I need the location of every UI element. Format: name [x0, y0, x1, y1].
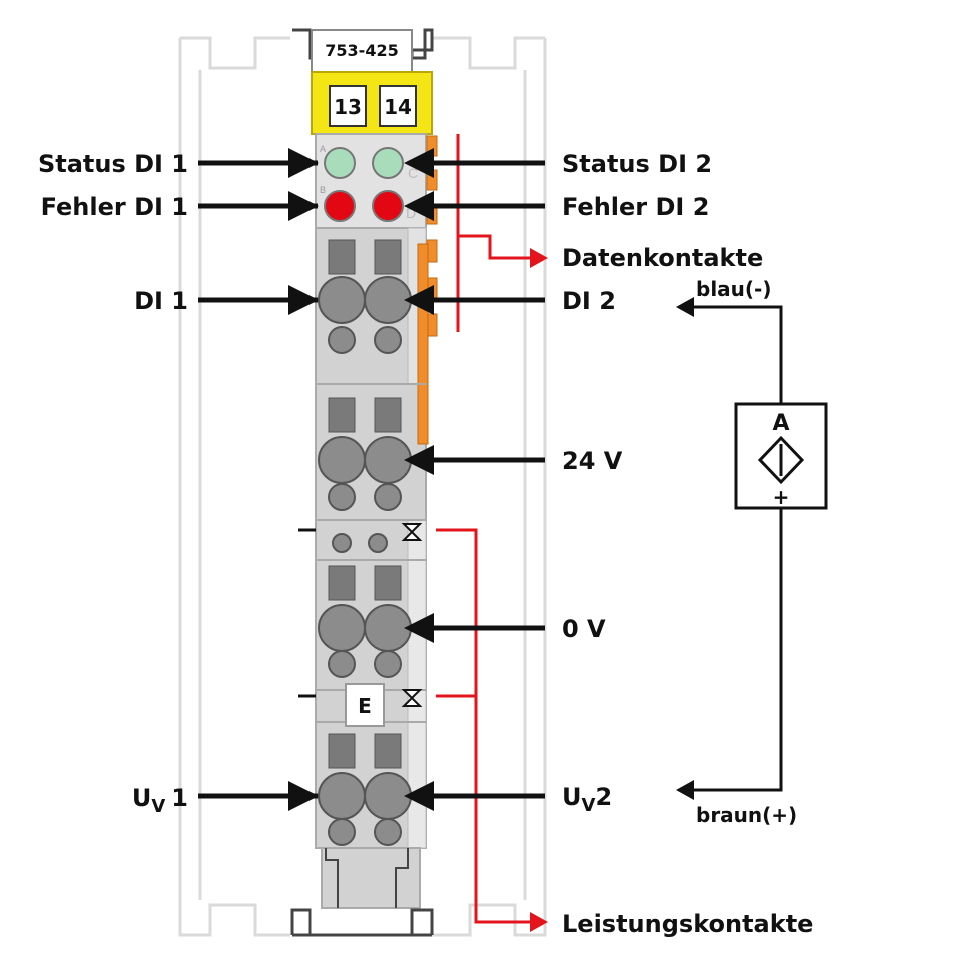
label-fehler-di2: Fehler DI 2 — [562, 193, 709, 221]
label-di1: DI 1 — [134, 287, 188, 315]
marker-14-box — [379, 85, 417, 127]
terminal-group-uv — [318, 733, 412, 846]
sensor-wiring — [690, 305, 783, 792]
led-letter-b: B — [320, 185, 326, 195]
terminal-group-di — [318, 239, 412, 354]
wire-bottom-arrowhead — [676, 780, 694, 800]
label-di2: DI 2 — [562, 287, 616, 315]
left-arrows — [198, 158, 319, 801]
led-letter-d: D — [406, 205, 416, 221]
label-uv2: UV2 — [562, 783, 612, 816]
io-module: 753-425 13 14 A B C D — [290, 28, 438, 937]
terminal-group-24v — [318, 397, 412, 511]
label-datenkontakte: Datenkontakte — [562, 244, 763, 272]
terminal-group-0v — [318, 565, 412, 678]
led-status-di1 — [324, 147, 356, 179]
marker-14: 14 — [384, 95, 412, 119]
datenkontakte-arrowhead — [530, 248, 548, 268]
right-arrows — [412, 160, 545, 799]
proximity-sensor — [734, 402, 828, 510]
end-marker: E — [358, 694, 372, 718]
label-status-di1: Status DI 1 — [38, 150, 188, 178]
leistungskontakte-arrowhead — [530, 912, 548, 932]
led-fehler-di1 — [324, 190, 356, 222]
sensor-plus: + — [773, 485, 790, 509]
label-0v: 0 V — [562, 615, 606, 643]
power-contact-bus — [436, 528, 530, 924]
led-fehler-di2 — [372, 190, 404, 222]
led-letter-a: A — [320, 144, 326, 154]
label-fehler-di1: Fehler DI 1 — [41, 193, 188, 221]
wire-top-arrowhead — [676, 297, 694, 317]
wire-label-blau: blau(-) — [696, 277, 772, 301]
label-24v: 24 V — [562, 447, 623, 475]
wire-label-braun: braun(+) — [696, 803, 797, 827]
led-status-di2 — [372, 147, 404, 179]
led-letter-c: C — [408, 165, 418, 181]
marker-13: 13 — [334, 95, 362, 119]
label-leistungskontakte: Leistungskontakte — [562, 910, 813, 938]
marker-13-box — [329, 85, 367, 127]
label-status-di2: Status DI 2 — [562, 150, 712, 178]
end-marker-box — [345, 683, 385, 727]
sensor-letter: A — [772, 411, 789, 436]
part-number: 753-425 — [325, 41, 398, 60]
